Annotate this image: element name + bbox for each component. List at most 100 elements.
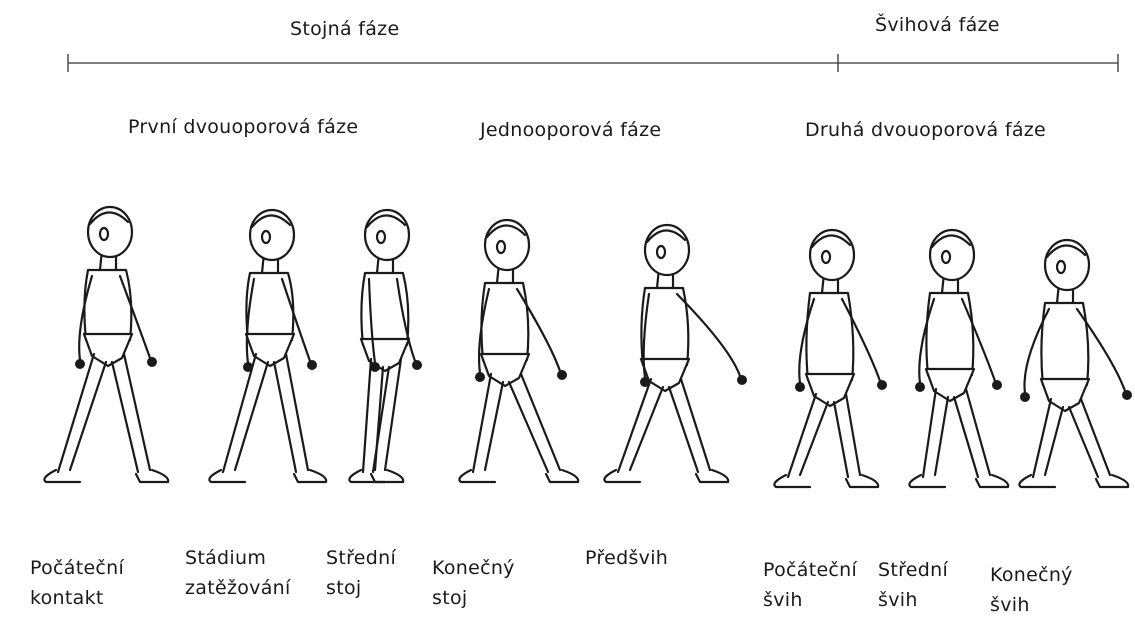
stage-label-line1: Počáteční	[30, 553, 124, 583]
figure-front-foot	[976, 475, 1008, 487]
walking-figure	[909, 230, 1008, 487]
figure-back-hand	[795, 382, 805, 392]
stage-label-mid-swing: Střední švih	[878, 555, 948, 615]
figure-front-leg	[274, 354, 308, 472]
walking-figure	[774, 230, 887, 487]
walking-figure	[44, 207, 168, 482]
stage-label-terminal-stance: Konečný stoj	[432, 553, 515, 613]
figure-front-hand	[412, 360, 422, 370]
figure-back-foot	[459, 470, 495, 482]
stage-label-line2: švih	[990, 590, 1073, 620]
figure-back-foot	[44, 470, 80, 482]
figure-back-leg	[788, 394, 828, 477]
stage-label-mid-stance: Střední stoj	[326, 543, 396, 603]
figure-back-leg	[58, 354, 106, 472]
figure-ear	[942, 251, 950, 263]
walking-figure	[604, 225, 747, 482]
figure-front-leg	[1069, 399, 1110, 477]
figure-front-foot	[846, 475, 878, 487]
stage-label-line2: stoj	[432, 583, 515, 613]
stage-label-line2: švih	[763, 585, 857, 615]
figure-front-hand	[1122, 390, 1132, 400]
figure-back-foot	[604, 470, 640, 482]
stage-label-initial-swing: Počáteční švih	[763, 555, 857, 615]
figure-ear	[1057, 261, 1065, 273]
figure-back-leg	[363, 359, 383, 472]
stage-label-line1: Konečný	[990, 560, 1073, 590]
figure-head	[250, 210, 294, 260]
figure-back-leg	[223, 354, 268, 472]
stage-label-line2: kontakt	[30, 583, 124, 613]
stage-label-line1: Počáteční	[763, 555, 857, 585]
figure-front-foot	[1096, 475, 1128, 487]
figure-underwear	[361, 339, 409, 371]
walking-figure	[209, 210, 326, 482]
stage-label-line1: Střední	[326, 543, 396, 573]
figure-back-foot	[909, 475, 945, 487]
figure-front-leg	[509, 374, 560, 472]
figure-back-hand	[640, 377, 650, 387]
figure-front-hand	[737, 375, 747, 385]
figure-front-leg	[954, 389, 990, 477]
figure-back-foot	[774, 475, 810, 487]
figure-underwear	[1041, 379, 1089, 411]
walking-figure	[349, 210, 422, 482]
stage-label-line2: stoj	[326, 573, 396, 603]
figure-head	[1045, 240, 1089, 290]
figure-underwear	[481, 354, 529, 386]
figure-back-hand	[475, 372, 485, 382]
walking-figure	[459, 220, 578, 482]
figure-front-leg	[669, 379, 710, 472]
figure-ear	[657, 246, 665, 258]
figure-front-foot	[371, 470, 403, 482]
stage-label-initial-contact: Počáteční kontakt	[30, 553, 124, 613]
figure-back-foot	[1019, 475, 1055, 487]
stage-label-line1: Předšvih	[585, 543, 668, 573]
figure-back-leg	[923, 389, 948, 477]
figure-head	[365, 210, 409, 260]
figure-front-hand	[307, 360, 317, 370]
figure-front-foot	[136, 470, 168, 482]
figure-back-hand	[1020, 392, 1030, 402]
figure-back-foot	[209, 470, 245, 482]
walking-figure	[1019, 240, 1132, 487]
figure-ear	[100, 228, 108, 240]
figure-front-foot	[294, 470, 326, 482]
figure-ear	[497, 241, 505, 253]
figure-front-leg	[112, 354, 150, 472]
figure-head	[810, 230, 854, 280]
figure-front-leg	[834, 394, 860, 477]
figure-front-hand	[877, 380, 887, 390]
figure-ear	[822, 251, 830, 263]
figure-head	[930, 230, 974, 280]
figure-front-foot	[696, 470, 728, 482]
figure-back-foot	[349, 470, 385, 482]
figure-back-hand	[370, 362, 380, 372]
stage-label-line1: Stádium	[185, 543, 291, 573]
stage-label-pre-swing: Předšvih	[585, 543, 668, 573]
figure-back-hand	[915, 382, 925, 392]
figure-head	[88, 207, 132, 257]
figure-head	[645, 225, 689, 275]
figure-head	[485, 220, 529, 270]
figure-ear	[377, 231, 385, 243]
stage-label-line1: Konečný	[432, 553, 515, 583]
stage-label-line1: Střední	[878, 555, 948, 585]
stage-label-loading-response: Stádium zatěžování	[185, 543, 291, 603]
figure-back-leg	[618, 379, 663, 472]
stage-label-line2: zatěžování	[185, 573, 291, 603]
figure-front-hand	[557, 370, 567, 380]
figure-front-hand	[147, 357, 157, 367]
figure-front-foot	[546, 470, 578, 482]
figure-back-leg	[1033, 399, 1063, 477]
figure-back-hand	[75, 359, 85, 369]
figure-back-hand	[243, 362, 253, 372]
stage-label-terminal-swing: Konečný švih	[990, 560, 1073, 620]
stage-label-line2: švih	[878, 585, 948, 615]
figure-front-hand	[992, 380, 1002, 390]
figure-underwear	[926, 369, 974, 401]
figure-torso	[926, 293, 973, 375]
figure-ear	[262, 231, 270, 243]
figure-back-leg	[473, 374, 503, 472]
